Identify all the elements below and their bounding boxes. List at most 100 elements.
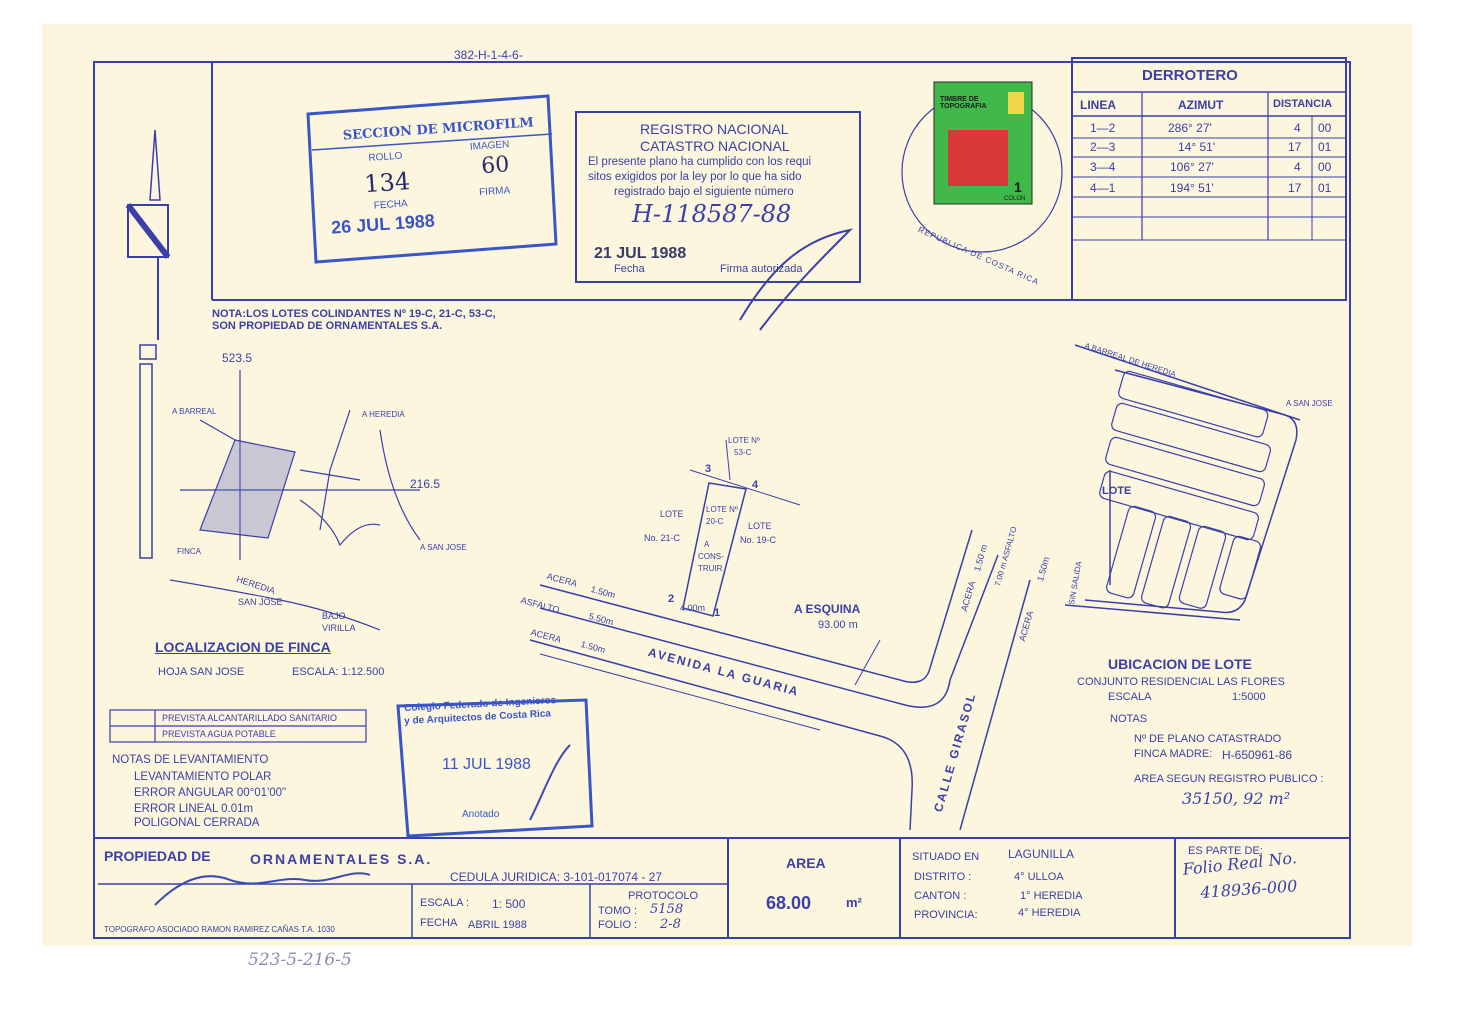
derrotero-header-linea: LINEA	[1080, 98, 1116, 112]
derrotero-row-2-azimut: 14° 51'	[1178, 140, 1216, 154]
tb-folio-label: FOLIO :	[598, 919, 638, 931]
ub-finca-madre-label: FINCA MADRE:	[1134, 748, 1213, 760]
derrotero-row-1-linea: 1—2	[1090, 121, 1116, 135]
plan-paper	[42, 24, 1412, 946]
loc-coord-right: 216.5	[410, 477, 441, 491]
registro-line2: CATASTRO NACIONAL	[640, 138, 790, 154]
ub-area-reg: 35150, 92 m²	[1182, 789, 1291, 808]
document-reference: 382-H-1-4-6-	[454, 48, 523, 62]
lote-53-a: LOTE Nº	[728, 436, 760, 445]
loc-virilla: VIRILLA	[322, 623, 356, 633]
point-4: 4	[752, 479, 759, 491]
derrotero-row-4-linea: 4—1	[1090, 181, 1116, 195]
microfilm-fecha-label: FECHA	[373, 198, 409, 212]
derrotero-row-4-dist-int: 17	[1288, 181, 1302, 195]
derrotero-row-3-azimut: 106° 27'	[1170, 160, 1214, 174]
owner-signature	[154, 872, 371, 906]
derrotero-row-1-azimut: 286° 27'	[1168, 121, 1212, 135]
loc-a-san-jose: A SAN JOSE	[420, 543, 467, 552]
microfilm-date: 26 JUL 1988	[330, 210, 436, 238]
loc-hoja: HOJA SAN JOSE	[158, 666, 245, 678]
lote-20-a: LOTE Nº	[706, 505, 738, 514]
loc-finca: FINCA	[177, 547, 201, 556]
tb-escala-label: ESCALA :	[420, 897, 469, 909]
a-construir-1: A	[704, 540, 710, 549]
registro-text2: sitos exigidos por la ley por lo que ha …	[588, 171, 802, 183]
tb-situado: LAGUNILLA	[1008, 847, 1075, 861]
point-2: 2	[668, 593, 675, 605]
tb-propietario: ORNAMENTALES S.A.	[250, 851, 433, 867]
a-construir-2: CONS-	[698, 552, 724, 561]
tb-provincia: 4° HEREDIA	[1018, 907, 1081, 919]
microfilm-imagen-label: IMAGEN	[469, 139, 510, 153]
tb-distrito: 4° ULLOA	[1014, 871, 1064, 883]
point-1: 1	[714, 607, 721, 619]
lote-21-a: LOTE	[660, 509, 684, 519]
derrotero-row-2-linea: 2—3	[1090, 140, 1116, 154]
ub-area-reg-label: AREA SEGUN REGISTRO PUBLICO :	[1134, 773, 1324, 785]
registro-date: 21 JUL 1988	[594, 245, 687, 262]
ub-title: UBICACION DE LOTE	[1108, 656, 1252, 672]
a-construir-3: TRUIR	[698, 564, 723, 573]
derrotero-row-1-dist-dec: 00	[1318, 121, 1332, 135]
registro-stamp-frame	[575, 111, 861, 283]
derrotero-header-azimut: AZIMUT	[1178, 98, 1224, 112]
microfilm-firma-label: FIRMA	[478, 185, 511, 199]
timbre-colon: COLON	[1004, 196, 1026, 202]
derrotero-row-3-dist-dec: 00	[1318, 160, 1332, 174]
loc-coord-top: 523.5	[222, 351, 253, 365]
lev-l2: ERROR ANGULAR 00°01'00"	[134, 787, 287, 799]
tb-area-unit: m²	[846, 895, 862, 910]
registro-text3: registrado bajo el siguiente número	[614, 186, 794, 198]
derrotero-title: DERROTERO	[1142, 67, 1238, 84]
north-arrow	[149, 129, 161, 201]
derrotero-row-2-dist-dec: 01	[1318, 140, 1332, 154]
ub-conjunto: CONJUNTO RESIDENCIAL LAS FLORES	[1077, 676, 1285, 688]
frente-length: 4.00m	[680, 603, 706, 613]
tb-area-label: AREA	[786, 855, 826, 871]
colegio-date: 11 JUL 1988	[442, 756, 531, 773]
lev-l4: POLIGONAL CERRADA	[134, 817, 260, 829]
derrotero-row-2-dist-int: 17	[1288, 140, 1302, 154]
loc-san-jose: SAN JOSE	[238, 597, 283, 607]
timbre-label: TIMBRE DE TOPOGRAFIA	[940, 96, 987, 110]
lev-l1: LEVANTAMIENTO POLAR	[134, 771, 272, 783]
lote-21-b: No. 21-C	[644, 533, 681, 543]
derrotero-frame	[1071, 57, 1347, 301]
lote-20c	[682, 482, 747, 617]
microfilm-stamp-frame	[306, 94, 558, 264]
ub-escala: 1:5000	[1232, 691, 1266, 703]
lote-20-b: 20-C	[706, 517, 724, 526]
ub-escala-label: ESCALA	[1108, 691, 1152, 703]
loc-bajo: BAJO	[322, 611, 346, 621]
lote-19-b: No. 19-C	[740, 535, 777, 545]
microfilm-rollo: 134	[363, 167, 411, 199]
tb-folio: 2-8	[660, 917, 681, 932]
derrotero-header-distancia: DISTANCIA	[1273, 98, 1333, 110]
tb-tomo-label: TOMO :	[598, 905, 637, 917]
lote-19-a: LOTE	[748, 521, 772, 531]
lev-l3: ERROR LINEAL 0.01m	[134, 803, 254, 815]
ub-notas: NOTAS	[1110, 713, 1148, 725]
microfilm-stamp: SECCION DE MICROFILM ROLLO IMAGEN 134 60…	[308, 79, 569, 266]
ub-a-san-jose: A SAN JOSE	[1286, 399, 1333, 408]
registro-signature	[739, 228, 854, 331]
derrotero-row-4-dist-dec: 01	[1318, 181, 1332, 195]
derrotero-row-1-dist-int: 4	[1294, 121, 1301, 135]
derrotero-row-3-linea: 3—4	[1090, 160, 1116, 174]
ub-lote: LOTE	[1102, 485, 1132, 497]
colegio-signature	[529, 744, 571, 821]
microfilm-rollo-label: ROLLO	[368, 150, 403, 164]
tb-fecha-label: FECHA	[420, 917, 458, 929]
tb-protocolo: PROTOCOLO	[628, 890, 699, 902]
tb-distrito-label: DISTRITO :	[914, 871, 972, 883]
colegio-stamp-frame	[396, 698, 594, 838]
loc-a-heredia: A HEREDIA	[362, 410, 405, 419]
registro-fecha-label: Fecha	[614, 263, 645, 275]
colegio-anotado: Anotado	[462, 809, 500, 820]
tb-canton-label: CANTON :	[914, 890, 967, 902]
loc-a-barreal: A BARREAL	[172, 407, 217, 416]
ub-finca-madre: H-650961-86	[1222, 748, 1293, 762]
loc-title: LOCALIZACION DE FINCA	[155, 639, 331, 655]
